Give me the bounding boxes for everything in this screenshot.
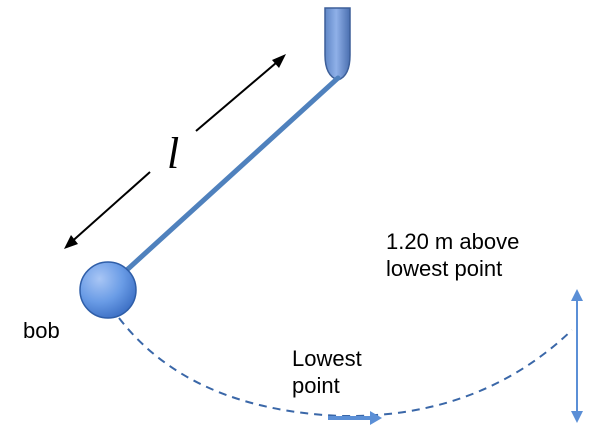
height-arrowhead-top	[571, 289, 583, 301]
lowest-point-label-line2: point	[292, 373, 340, 398]
length-arrowhead-upper	[272, 54, 286, 68]
height-label-line1: 1.20 m above	[386, 229, 520, 254]
swing-path	[118, 317, 573, 418]
pendulum-bob	[79, 261, 137, 319]
height-arrowhead-bottom	[571, 411, 583, 423]
length-symbol-label: l	[167, 129, 180, 178]
pivot-support	[324, 7, 351, 81]
bob-label: bob	[23, 318, 60, 343]
length-arrow-lower	[67, 171, 151, 246]
height-label-line2: lowest point	[386, 256, 503, 281]
length-arrowhead-lower	[64, 235, 78, 249]
lowest-point-arrowhead	[370, 411, 382, 425]
pendulum-rod	[115, 75, 341, 281]
lowest-point-label-line1: Lowest	[292, 346, 362, 371]
length-arrow-upper	[195, 56, 284, 132]
